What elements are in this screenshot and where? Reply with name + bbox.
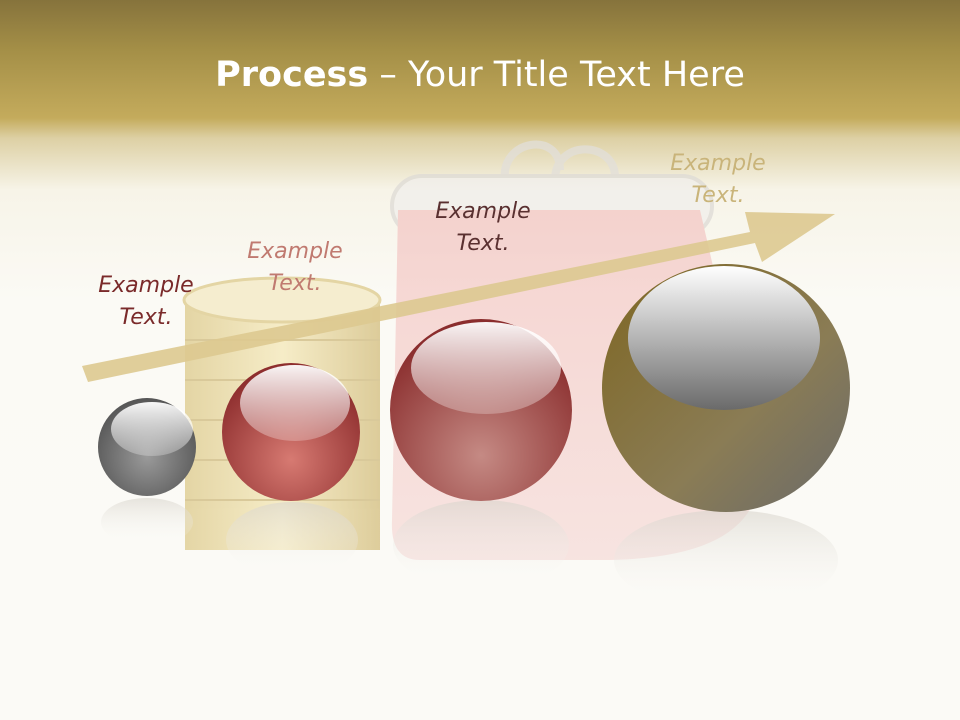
step-2-label: Example Text.: [215, 236, 375, 300]
sphere-3: [390, 319, 572, 501]
step-2-line2: Text.: [268, 271, 322, 296]
step-1-line1: Example: [98, 273, 194, 298]
step-3-line1: Example: [435, 199, 531, 224]
sphere-reflections: [101, 498, 838, 610]
title-rest: – Your Title Text Here: [368, 55, 745, 95]
step-3-line2: Text.: [456, 231, 510, 256]
step-3-label: Example Text.: [403, 196, 563, 260]
step-2-line1: Example: [247, 239, 343, 264]
step-1-line2: Text.: [119, 305, 173, 330]
sphere-1: [98, 398, 196, 496]
step-4-line1: Example: [670, 151, 766, 176]
process-arrow: [82, 212, 835, 382]
step-4-label: Example Text.: [638, 148, 798, 212]
step-4-line2: Text.: [691, 183, 745, 208]
sphere-2: [222, 363, 360, 501]
step-1-label: Example Text.: [66, 270, 226, 334]
page-title: Process – Your Title Text Here: [0, 52, 960, 98]
title-bold: Process: [215, 55, 369, 95]
sphere-4: [602, 264, 850, 512]
